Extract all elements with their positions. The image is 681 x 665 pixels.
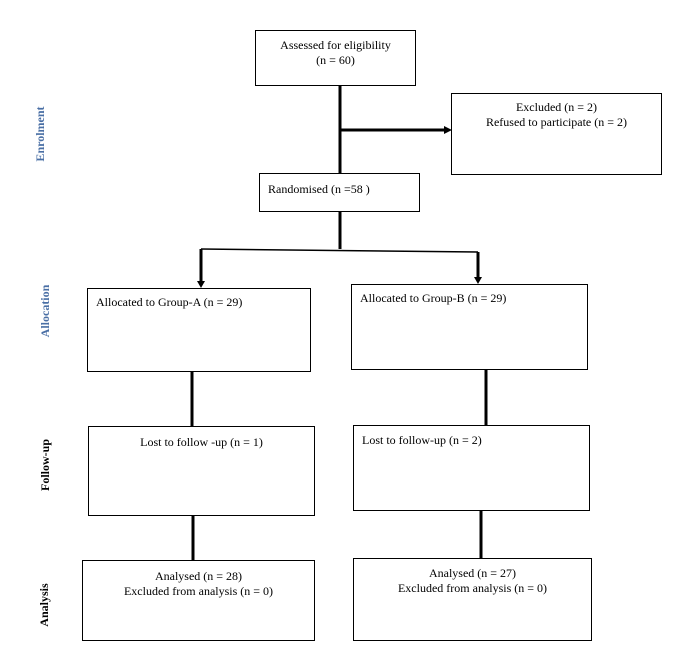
excluded-analysis-b-label: Excluded from analysis (n = 0) bbox=[397, 581, 548, 595]
analysed-b-label: Analysed (n = 27) bbox=[428, 566, 517, 580]
lost-b-label: Lost to follow-up (n = 2) bbox=[362, 433, 482, 447]
analysed-a-label: Analysed (n = 28) bbox=[154, 569, 243, 583]
box-randomised: Randomised (n =58 ) bbox=[259, 173, 420, 212]
lost-a-label: Lost to follow -up (n = 1) bbox=[140, 435, 263, 449]
arrowhead-excluded bbox=[444, 126, 452, 134]
arrowhead-group-b bbox=[474, 277, 482, 284]
box-lost-to-follow-up-a: Lost to follow -up (n = 1) bbox=[88, 426, 315, 516]
box-excluded: Excluded (n = 2) Refused to participate … bbox=[451, 93, 662, 175]
assessed-label: Assessed for eligibility bbox=[280, 38, 391, 52]
group-b-label: Allocated to Group-B (n = 29) bbox=[360, 291, 507, 305]
box-analysed-b: Analysed (n = 27) Excluded from analysis… bbox=[353, 558, 592, 641]
group-a-label: Allocated to Group-A (n = 29) bbox=[96, 295, 243, 309]
box-lost-to-follow-up-b: Lost to follow-up (n = 2) bbox=[353, 425, 590, 511]
box-analysed-a: Analysed (n = 28) Excluded from analysis… bbox=[82, 560, 315, 641]
stage-label-enrolment: Enrolment bbox=[33, 106, 47, 162]
excluded-analysis-a-label: Excluded from analysis (n = 0) bbox=[123, 584, 274, 598]
box-allocated-group-b: Allocated to Group-B (n = 29) bbox=[351, 284, 588, 370]
box-allocated-group-a: Allocated to Group-A (n = 29) bbox=[87, 288, 311, 372]
stage-label-analysis: Analysis bbox=[37, 583, 51, 627]
box-assessed-for-eligibility: Assessed for eligibility (n = 60) bbox=[255, 30, 416, 86]
assessed-count: (n = 60) bbox=[316, 53, 355, 67]
stage-label-allocation: Allocation bbox=[38, 284, 52, 338]
arrowhead-group-a bbox=[197, 281, 205, 288]
refused-label: Refused to participate (n = 2) bbox=[485, 115, 628, 129]
connector-split-horizontal bbox=[200, 248, 479, 253]
randomised-label: Randomised (n =58 ) bbox=[268, 182, 370, 196]
stage-label-follow-up: Follow-up bbox=[38, 439, 52, 492]
excluded-label: Excluded (n = 2) bbox=[515, 100, 598, 114]
